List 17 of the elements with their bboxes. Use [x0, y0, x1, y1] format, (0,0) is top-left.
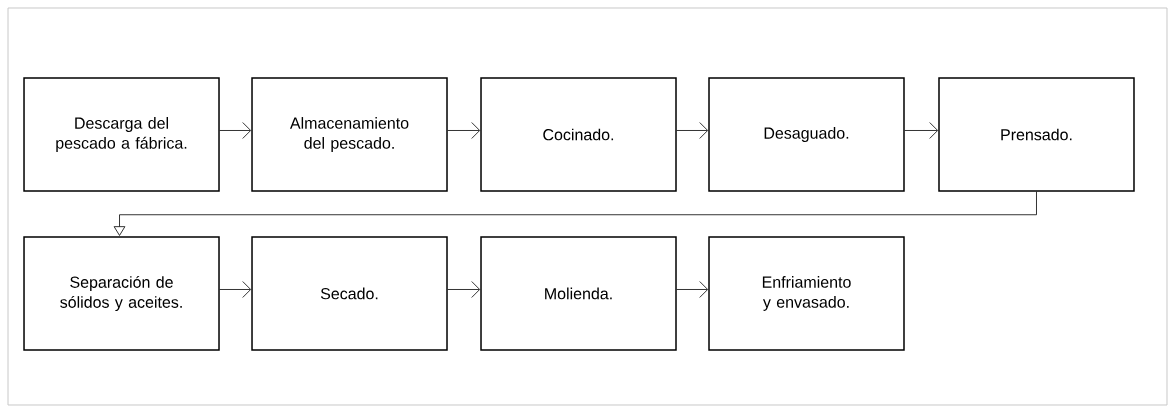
arrow — [904, 122, 939, 139]
process-box: Prensado. — [938, 77, 1135, 192]
process-box: Molienda. — [480, 236, 677, 351]
arrow — [447, 122, 481, 139]
arrow — [113, 191, 1037, 236]
arrow — [219, 281, 252, 298]
process-box: Secado. — [251, 236, 448, 351]
process-box: Almacenamiento del pescado. — [251, 77, 448, 192]
arrow — [676, 122, 709, 139]
process-box: Separación de sólidos y aceites. — [23, 236, 220, 351]
process-box: Descarga del pescado a fábrica. — [23, 77, 220, 192]
arrow — [676, 281, 709, 298]
arrow — [447, 281, 481, 298]
process-box: Enfriamiento y envasado. — [708, 236, 905, 351]
arrow — [219, 122, 252, 139]
process-box: Cocinado. — [480, 77, 677, 192]
process-box: Desaguado. — [708, 77, 905, 192]
